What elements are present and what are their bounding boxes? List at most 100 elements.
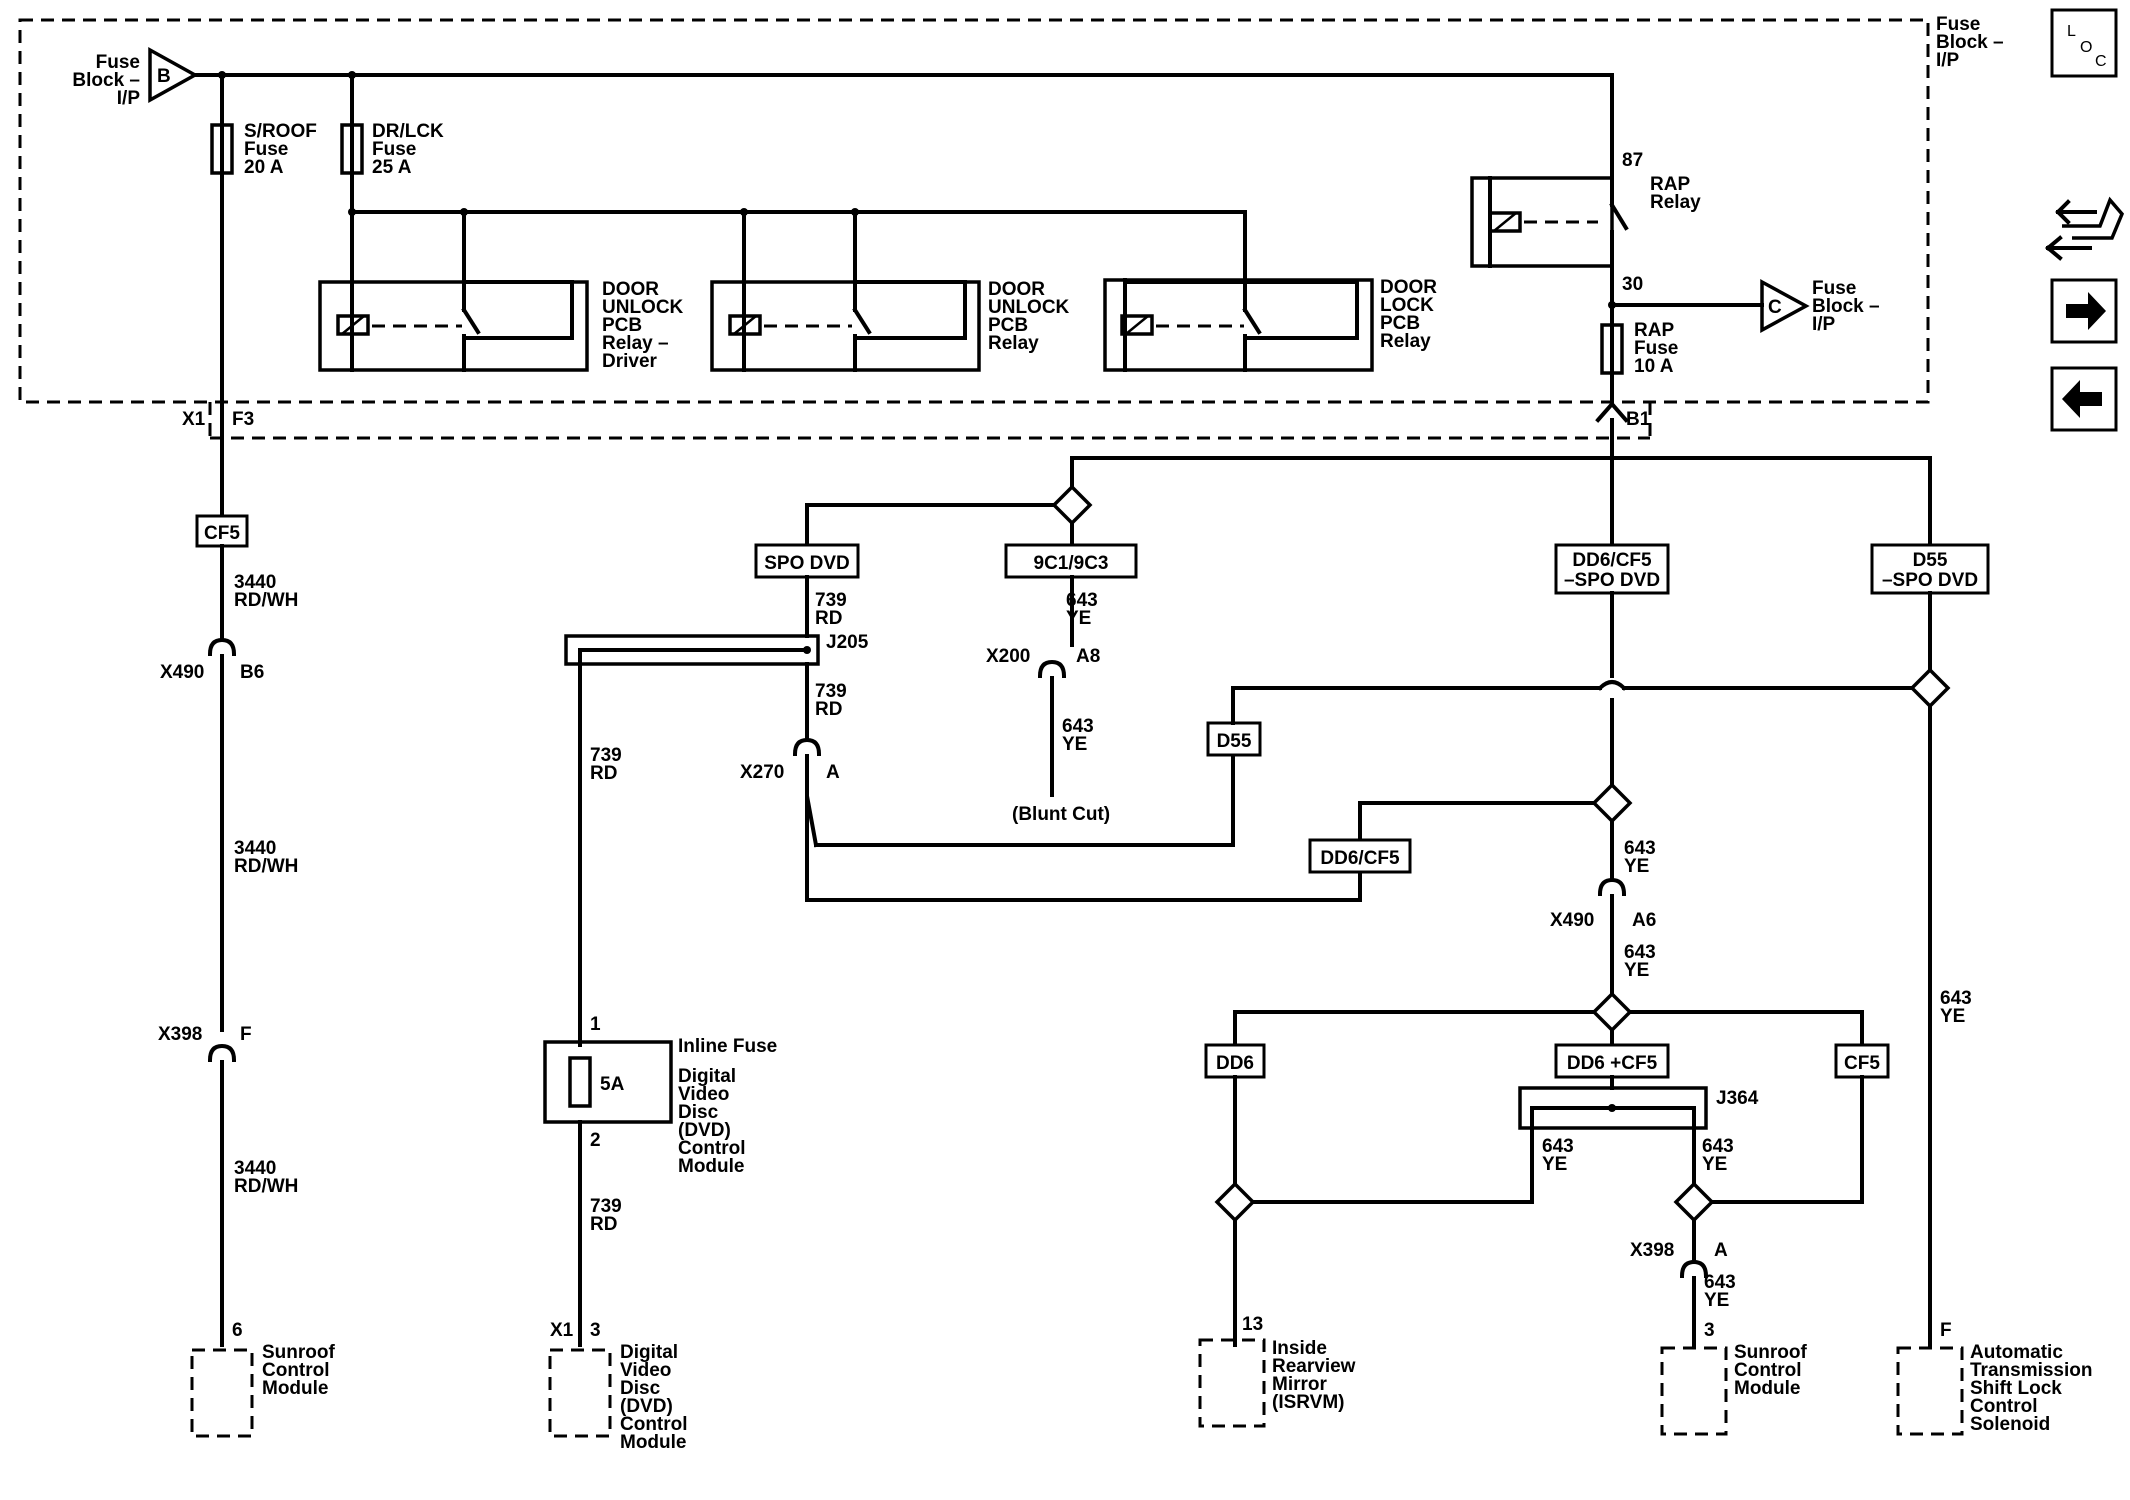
svg-text:Control: Control: [678, 1138, 746, 1159]
svg-text:Fuse: Fuse: [1812, 278, 1856, 299]
svg-text:A6: A6: [1632, 910, 1656, 931]
svg-text:J205: J205: [826, 632, 869, 653]
wire-3440-3: 3440 RD/WH: [234, 1158, 298, 1197]
wire-643-a: 643 YE: [1066, 590, 1098, 629]
splice-j205: J205: [564, 632, 869, 1047]
svg-text:Block –: Block –: [1812, 296, 1880, 317]
svg-text:Shift Lock: Shift Lock: [1970, 1378, 2062, 1399]
svg-text:I/P: I/P: [1936, 50, 1960, 71]
door-unlock-pcb-relay: DOOR UNLOCK PCB Relay: [710, 210, 1070, 372]
connector-x1-f3: X1 F3: [182, 409, 254, 430]
pin-30: 30: [1622, 274, 1643, 295]
drlck-fuse: DR/LCK Fuse 25 A: [340, 73, 444, 178]
svg-text:3440: 3440: [234, 1158, 276, 1179]
svg-text:A: A: [1714, 1240, 1728, 1261]
option-d55: D55: [1206, 721, 1262, 757]
svg-text:B6: B6: [240, 662, 264, 683]
prev-page-button[interactable]: [2050, 366, 2118, 432]
svg-text:Sunroof: Sunroof: [262, 1342, 335, 1363]
svg-text:X490: X490: [160, 662, 204, 683]
svg-text:Control: Control: [1734, 1360, 1802, 1381]
svg-text:YE: YE: [1624, 960, 1649, 981]
svg-text:20 A: 20 A: [244, 157, 284, 178]
svg-text:Fuse: Fuse: [372, 139, 416, 160]
dvd-control-module: X1 3 Digital Video Disc (DVD) Control Mo…: [548, 1320, 688, 1453]
svg-text:3440: 3440: [234, 838, 276, 859]
wire-643-e: 643 YE: [1542, 1136, 1574, 1175]
location-button[interactable]: L O C: [2050, 8, 2118, 78]
svg-text:643: 643: [1062, 716, 1094, 737]
splice-top: [1051, 484, 1093, 526]
svg-text:YE: YE: [1062, 734, 1087, 755]
option-cf5-top: CF5: [195, 514, 249, 548]
next-page-button[interactable]: [2050, 278, 2118, 344]
svg-text:I/P: I/P: [117, 88, 141, 109]
svg-text:DD6: DD6: [1216, 1053, 1254, 1074]
option-d55-spo-dvd: D55 –SPO DVD: [1870, 543, 1990, 595]
svg-text:X398: X398: [1630, 1240, 1674, 1261]
inline-fuse-title: Inline Fuse: [678, 1036, 777, 1057]
svg-text:3: 3: [590, 1320, 601, 1341]
svg-text:643: 643: [1702, 1136, 1734, 1157]
svg-text:SPO DVD: SPO DVD: [764, 553, 850, 574]
svg-text:F3: F3: [232, 409, 254, 430]
svg-text:YE: YE: [1702, 1154, 1727, 1175]
wire-643-g: 643 YE: [1704, 1272, 1736, 1311]
inline-fuse-rating: 5A: [600, 1074, 625, 1095]
fuse-block-outline: [18, 18, 1930, 440]
option-dd6-plus-cf5: DD6 +CF5: [1554, 1043, 1670, 1079]
connector-b1: B1: [1595, 400, 1651, 430]
svg-text:PCB: PCB: [602, 315, 642, 336]
svg-text:Module: Module: [1734, 1378, 1801, 1399]
svg-text:DOOR: DOOR: [1380, 277, 1437, 298]
svg-text:739: 739: [815, 681, 847, 702]
option-9c1-9c3: 9C1/9C3: [1004, 543, 1138, 579]
svg-text:Inside: Inside: [1272, 1338, 1327, 1359]
svg-text:YE: YE: [1542, 1154, 1567, 1175]
wire-739-c: 739 RD: [590, 745, 622, 784]
location-icon[interactable]: [2050, 8, 2118, 78]
wire-643-f: 643 YE: [1702, 1136, 1734, 1175]
sroof-fuse: S/ROOF Fuse 20 A: [210, 73, 317, 178]
source-c-letter: C: [1768, 297, 1782, 318]
loc-letter-c: C: [2095, 53, 2107, 70]
svg-text:Automatic: Automatic: [1970, 1342, 2063, 1363]
sunroof-control-module-left: 6 Sunroof Control Module: [190, 1320, 335, 1438]
svg-text:3: 3: [1704, 1320, 1715, 1341]
svg-text:X1: X1: [182, 409, 206, 430]
svg-text:–SPO DVD: –SPO DVD: [1564, 570, 1660, 591]
svg-text:S/ROOF: S/ROOF: [244, 121, 317, 142]
svg-text:(DVD): (DVD): [678, 1120, 731, 1141]
svg-text:(ISRVM): (ISRVM): [1272, 1392, 1344, 1413]
svg-text:Relay: Relay: [988, 333, 1039, 354]
svg-text:Module: Module: [678, 1156, 745, 1177]
svg-text:CF5: CF5: [1844, 1053, 1880, 1074]
wire-643-d: 643 YE: [1624, 942, 1656, 981]
svg-text:I/P: I/P: [1812, 314, 1836, 335]
svg-text:643: 643: [1066, 590, 1098, 611]
splice-bottom-main: [1591, 991, 1633, 1033]
svg-text:YE: YE: [1704, 1290, 1729, 1311]
wire-739-d: 739 RD: [590, 1196, 622, 1235]
fuse-block-title: Fuse Block – I/P: [1936, 14, 2004, 71]
svg-text:A8: A8: [1076, 646, 1100, 667]
svg-text:DOOR: DOOR: [602, 279, 659, 300]
svg-text:Sunroof: Sunroof: [1734, 1342, 1807, 1363]
svg-text:DD6/CF5: DD6/CF5: [1572, 550, 1652, 571]
svg-text:RD: RD: [815, 699, 842, 720]
svg-text:739: 739: [815, 590, 847, 611]
svg-text:F: F: [1940, 1320, 1952, 1341]
svg-text:9C1/9C3: 9C1/9C3: [1034, 553, 1109, 574]
wire-643-b: 643 YE: [1062, 716, 1094, 755]
svg-text:Block –: Block –: [1936, 32, 2004, 53]
wire-3440-2: 3440 RD/WH: [234, 838, 298, 877]
svg-text:Control: Control: [620, 1414, 688, 1435]
svg-text:X398: X398: [158, 1024, 202, 1045]
svg-text:(DVD): (DVD): [620, 1396, 673, 1417]
wire-3440-1: 3440 RD/WH: [234, 572, 298, 611]
svg-text:Relay: Relay: [1650, 192, 1701, 213]
svg-text:DR/LCK: DR/LCK: [372, 121, 444, 142]
svg-text:643: 643: [1704, 1272, 1736, 1293]
shift-lock-solenoid: F Automatic Transmission Shift Lock Cont…: [1896, 1320, 2093, 1436]
component-wrench-icon[interactable]: [2045, 196, 2125, 261]
